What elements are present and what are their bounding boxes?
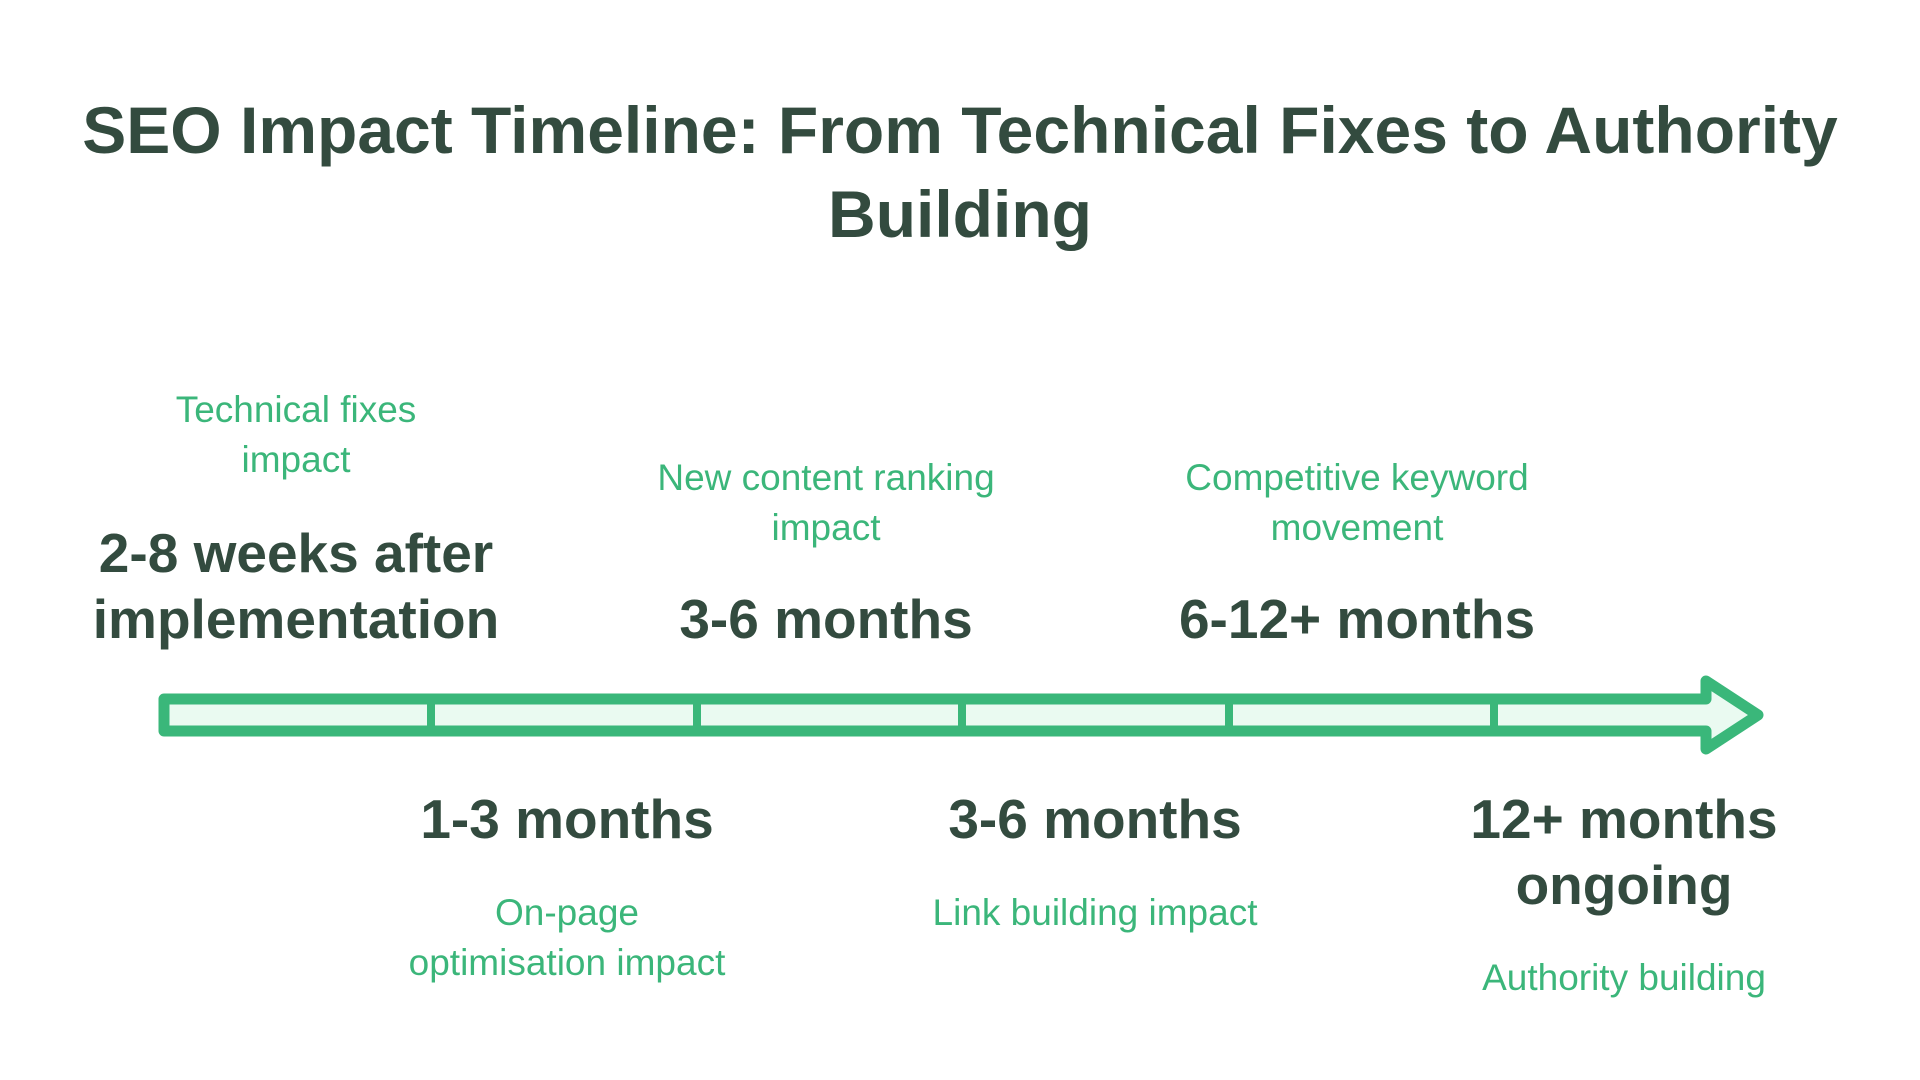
milestone-period: 6-12+ months: [1178, 588, 1536, 650]
milestone-period: 1-3 months: [420, 788, 714, 850]
milestone-label: Authority building: [1482, 957, 1766, 998]
milestone-period: 3-6 months: [679, 588, 973, 650]
title-line-1: SEO Impact Timeline: From Technical Fixe…: [82, 93, 1838, 167]
milestone-period: 3-6 months: [948, 788, 1242, 850]
diagram-title: SEO Impact Timeline: From Technical Fixe…: [60, 88, 1860, 256]
milestone-label: Link building impact: [932, 892, 1258, 933]
title-line-2: Building: [828, 177, 1092, 251]
timeline-dividers: [427, 699, 1498, 731]
